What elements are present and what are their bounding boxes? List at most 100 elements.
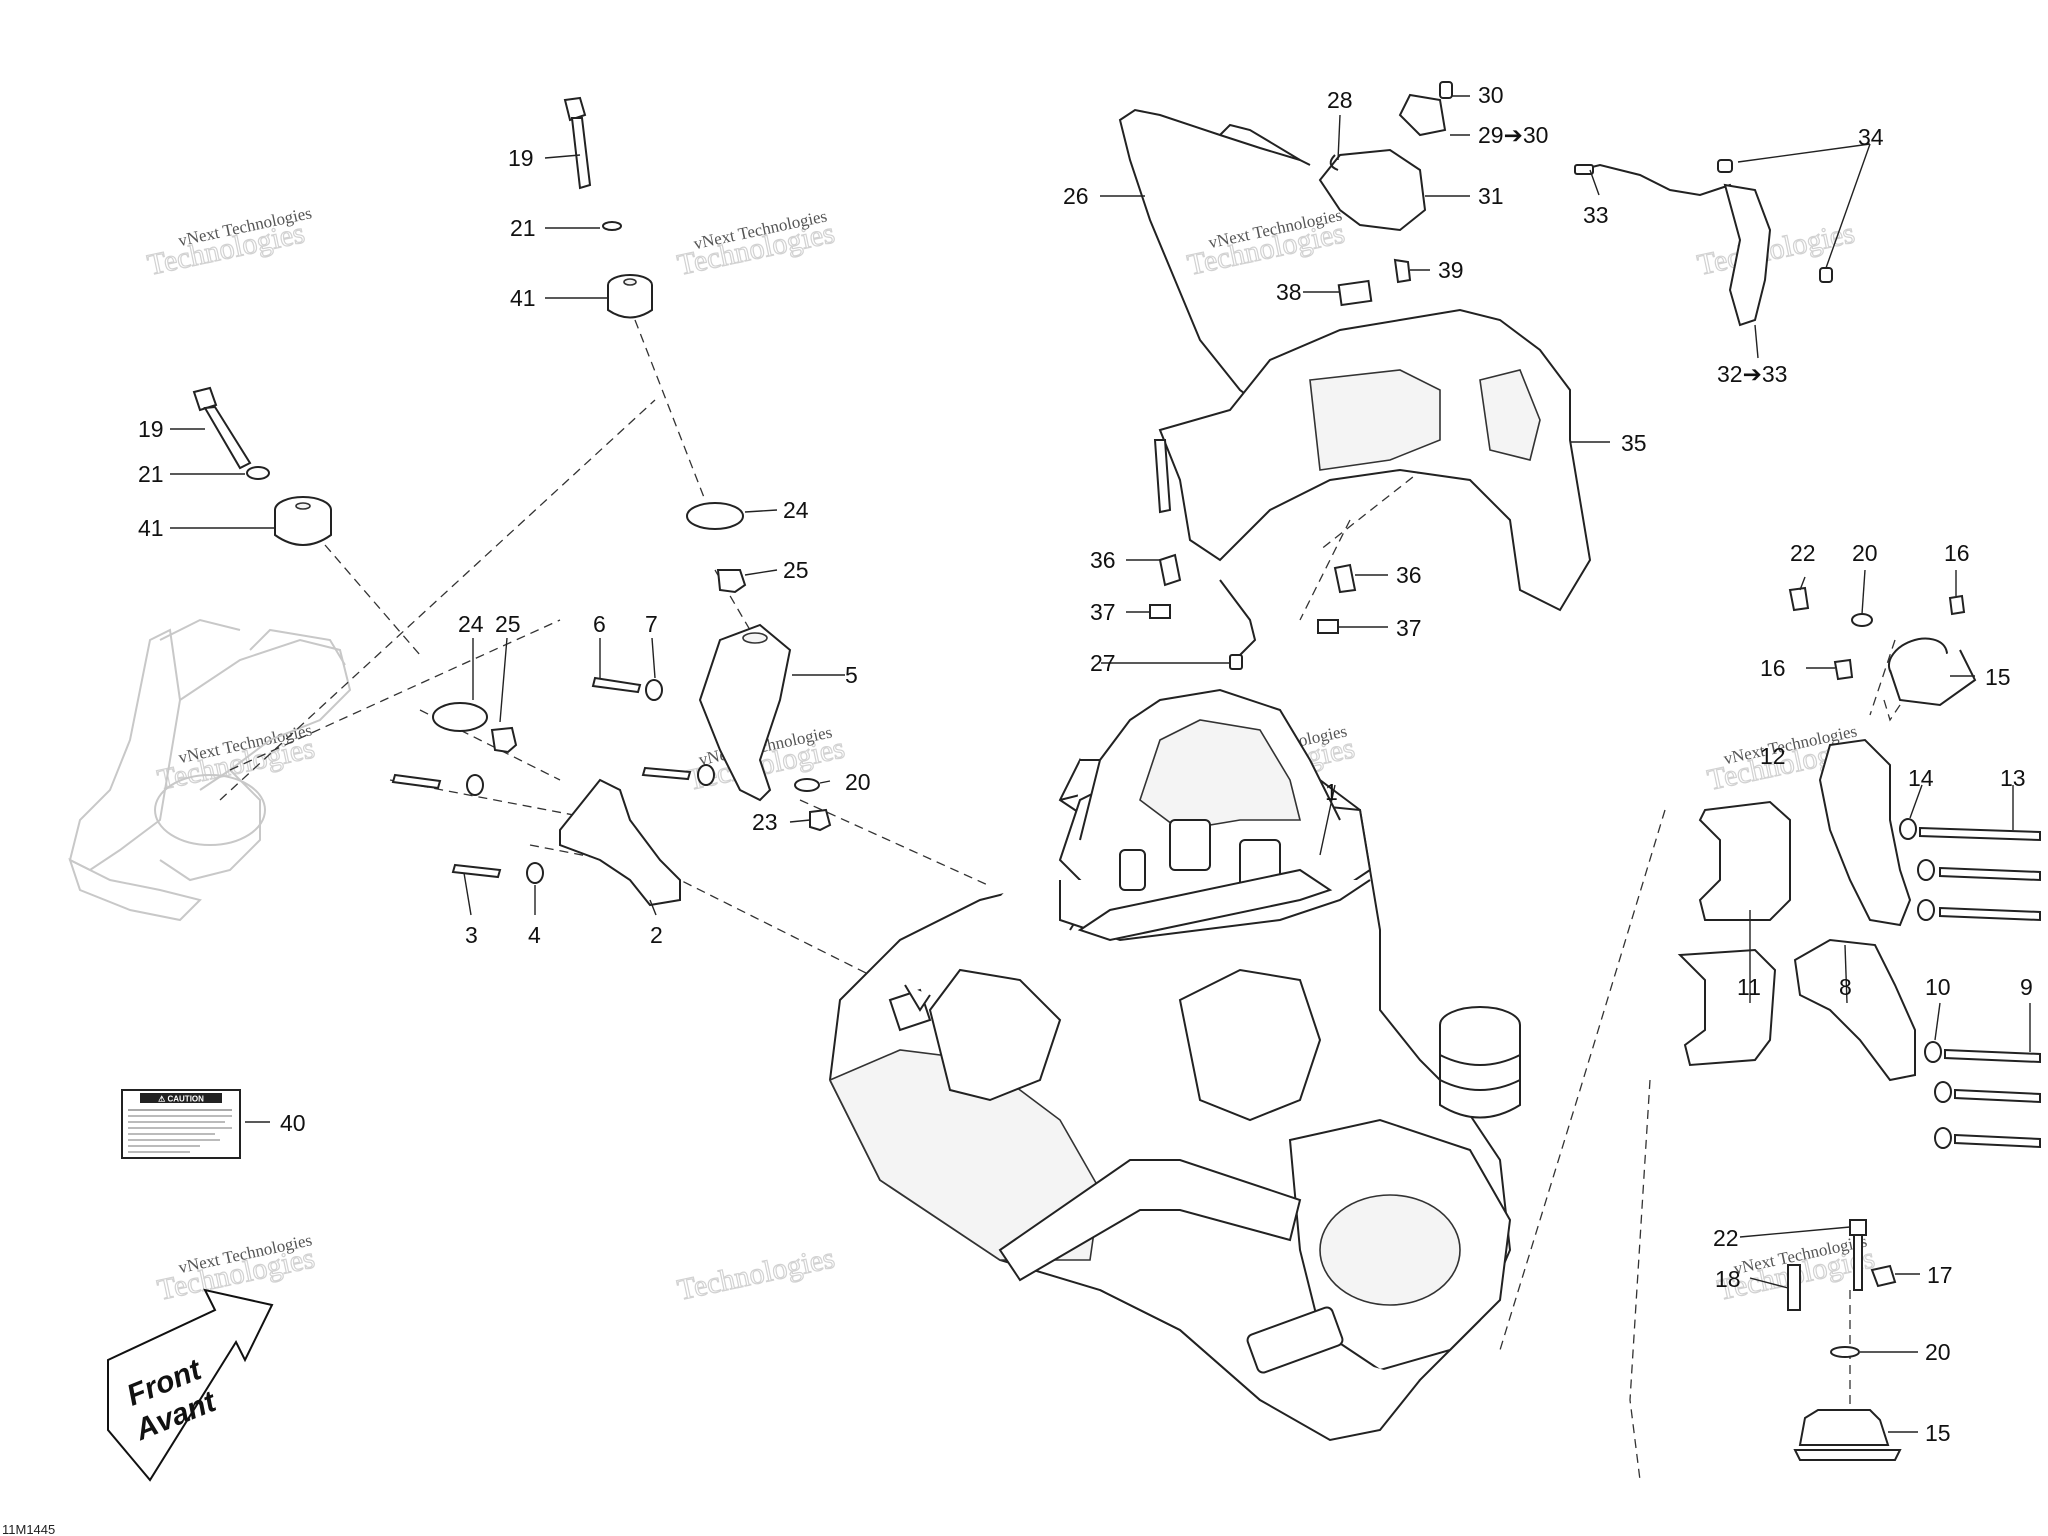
callout-23: 23 [752, 809, 778, 835]
callout-37: 37 [1090, 599, 1116, 625]
callout-22: 22 [1713, 1225, 1739, 1251]
engine-assembly [828, 688, 1521, 1442]
callout-9: 9 [2020, 974, 2033, 1000]
callout-28: 28 [1327, 87, 1353, 113]
heat-shield-group [1149, 308, 1592, 670]
front-direction-arrow: Front Avant [107, 1288, 274, 1482]
caution-title: ⚠ CAUTION [158, 1095, 204, 1104]
callout-4: 4 [528, 922, 541, 948]
callout-20: 20 [845, 769, 871, 795]
washer-7b [697, 764, 715, 786]
callout-24: 24 [783, 497, 809, 523]
callout-5: 5 [845, 662, 858, 688]
callout-2: 2 [650, 922, 663, 948]
bolt-13c [1939, 906, 2041, 922]
callout-30: 30 [1478, 82, 1504, 108]
top-harness-group [1118, 81, 1453, 421]
callout-19: 19 [138, 416, 164, 442]
callout-13: 13 [2000, 765, 2026, 791]
bolt-9b [1954, 1088, 2041, 1104]
nut-23 [809, 808, 832, 832]
callout-33: 33 [1583, 202, 1609, 228]
mount-15-lower [1793, 1409, 1902, 1461]
callout-36: 36 [1396, 562, 1422, 588]
washer-4a [466, 774, 484, 796]
callout-labels: 19 21 41 19 21 41 24 25 24 25 6 7 5 20 2… [138, 82, 2033, 1446]
callout-16: 16 [1944, 540, 1970, 566]
callout-7: 7 [645, 611, 658, 637]
clip-39 [1393, 258, 1412, 284]
callout-8: 8 [1839, 974, 1852, 1000]
bolt-6 [591, 676, 642, 694]
callout-25: 25 [495, 611, 521, 637]
sensor-29 [1398, 93, 1447, 137]
washer-20-upper [1851, 613, 1873, 627]
clip-36-left [1158, 553, 1182, 587]
plate-11-lower [1677, 948, 1777, 1067]
drawing-code: 11M1445 [2, 1522, 55, 1536]
callout-14: 14 [1908, 765, 1934, 791]
washer-24-right [686, 502, 744, 530]
callout-12: 12 [1760, 743, 1786, 769]
callout-40: 40 [280, 1110, 306, 1136]
bolt-6b [641, 766, 692, 781]
mount-41-lower [274, 496, 332, 546]
callout-39: 39 [1438, 257, 1464, 283]
callout-41: 41 [138, 515, 164, 541]
callout-29: 29➔30 [1478, 122, 1548, 148]
callout-6: 6 [593, 611, 606, 637]
bolt-16-upper [1948, 594, 1966, 616]
callout-25: 25 [783, 557, 809, 583]
bolt-16-lower [1833, 658, 1854, 681]
bolt-3a [391, 773, 442, 790]
callout-27: 27 [1090, 650, 1116, 676]
callout-32: 32➔33 [1717, 361, 1787, 387]
clip-36-right [1333, 563, 1357, 594]
callout-31: 31 [1478, 183, 1504, 209]
bracket-5 [698, 623, 792, 802]
callout-11: 11 [1737, 974, 1761, 1000]
plate-11-upper [1698, 800, 1791, 921]
bolt-3b [451, 863, 502, 879]
callout-37: 37 [1396, 615, 1422, 641]
bolt-37-right [1317, 619, 1339, 634]
chassis-frame-ghost [68, 618, 352, 922]
callout-15: 15 [1985, 664, 2011, 690]
callout-24: 24 [458, 611, 484, 637]
callout-1: 1 [1325, 779, 1338, 805]
left-mount-hardware [192, 96, 832, 907]
bolt-13b [1939, 866, 2041, 882]
callout-10: 10 [1925, 974, 1951, 1000]
callout-17: 17 [1927, 1262, 1953, 1288]
mount-15-upper [1887, 637, 1977, 707]
plate-38 [1337, 279, 1373, 307]
washer-24-left [432, 702, 488, 732]
callout-41: 41 [510, 285, 536, 311]
callout-19: 19 [508, 145, 534, 171]
callout-36: 36 [1090, 547, 1116, 573]
callout-20: 20 [1925, 1339, 1951, 1365]
washer-10a [1924, 1041, 1942, 1063]
bolt-17 [1870, 1264, 1897, 1288]
callout-3: 3 [465, 922, 478, 948]
callout-18: 18 [1715, 1266, 1741, 1292]
right-mount-group [1677, 586, 2041, 1461]
plug-27 [1229, 654, 1243, 670]
washer-21-upper [602, 221, 622, 231]
bolt-37-left [1149, 604, 1171, 619]
bolt-19-lower [192, 386, 252, 470]
plug-30 [1439, 81, 1453, 99]
washer-7 [645, 679, 663, 701]
washer-14c [1917, 899, 1935, 921]
callout-21: 21 [510, 215, 536, 241]
callout-15: 15 [1925, 1420, 1951, 1446]
washer-20-left [794, 778, 820, 792]
bolt-18 [1787, 1264, 1801, 1311]
washer-10c [1934, 1127, 1952, 1149]
washer-14a [1899, 818, 1917, 840]
callout-21: 21 [138, 461, 164, 487]
plug-34a [1717, 159, 1733, 173]
caution-label-40: ⚠ CAUTION [121, 1089, 241, 1159]
sensor-31 [1318, 148, 1427, 232]
